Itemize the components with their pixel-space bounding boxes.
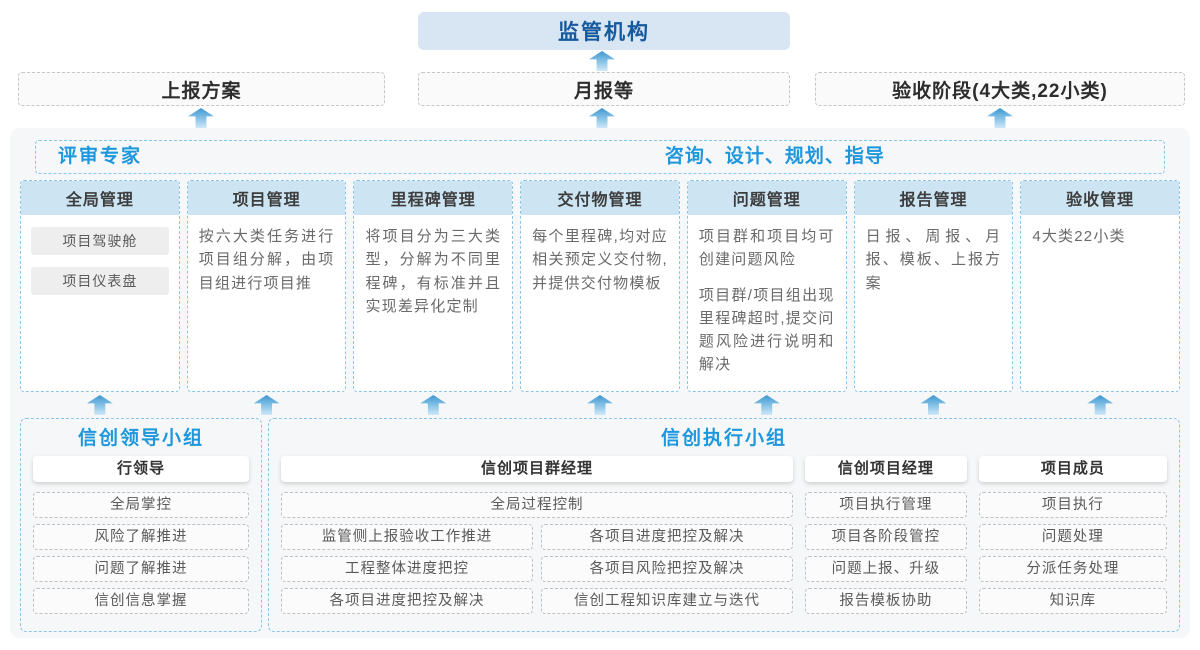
duty-item: 信创工程知识库建立与迭代: [541, 588, 793, 614]
up-arrow-icon: [253, 395, 280, 415]
column-header: 问题管理: [687, 181, 846, 215]
duty-item: 知识库: [978, 588, 1167, 614]
column-paragraph: 项目群和项目均可创建问题风险: [698, 228, 835, 269]
group-title: 信创领导小组: [77, 428, 204, 449]
duty-item: 问题处理: [978, 524, 1167, 550]
column-paragraph: 日报、周报、月报、模板、上报方案: [865, 228, 1002, 292]
column-issue-management: 问题管理 项目群和项目均可创建问题风险 项目群/项目组出现里程碑超时,提交问题风…: [686, 180, 847, 392]
role-header-bank-leader: 行领导: [33, 456, 249, 482]
role-header-project-manager: 信创项目经理: [805, 456, 967, 482]
guidance-label: 咨询、设计、规划、指导: [664, 146, 885, 167]
up-arrow-icon: [753, 395, 780, 415]
chip-cockpit: 项目驾驶舱: [31, 227, 169, 255]
column-header: 报告管理: [854, 181, 1013, 215]
main-panel: 评审专家 咨询、设计、规划、指导 全局管理 项目驾驶舱 项目仪表盘 项目管理 按…: [10, 128, 1190, 638]
column-paragraph: 项目群/项目组出现里程碑超时,提交问题风险进行说明和解决: [698, 286, 835, 374]
duty-item: 各项目风险把控及解决: [541, 556, 793, 582]
up-arrow-icon: [987, 108, 1013, 128]
column-deliverable-management: 交付物管理 每个里程碑,均对应相关预定义交付物,并提供交付物模板: [520, 180, 680, 392]
duty-item: 项目执行: [978, 492, 1167, 518]
column-header: 全局管理: [21, 181, 179, 215]
management-columns: 全局管理 项目驾驶舱 项目仪表盘 项目管理 按六大类任务进行项目组分解，由项目组…: [10, 180, 1190, 392]
column-header: 项目管理: [187, 181, 346, 215]
leadership-group: 信创领导小组 行领导 全局掌控 风险了解推进 问题了解推进 信创信息掌握: [20, 418, 262, 632]
column-paragraph: 将项目分为三大类型，分解为不同里程碑，有标准并且实现差异化定制: [365, 228, 502, 315]
up-arrow-icon: [587, 395, 614, 415]
column-project-management: 项目管理 按六大类任务进行项目组分解，由项目组进行项目推: [186, 180, 347, 392]
column-milestone-management: 里程碑管理 将项目分为三大类型，分解为不同里程碑，有标准并且实现差异化定制: [353, 180, 514, 392]
report-box-acceptance: 验收阶段(4大类,22小类): [815, 72, 1185, 106]
experts-label: 评审专家: [58, 146, 143, 167]
up-arrow-icon: [420, 395, 447, 415]
arrow-row: [10, 395, 1190, 415]
up-arrow-icon: [920, 395, 947, 415]
panel-header: 评审专家 咨询、设计、规划、指导: [35, 140, 1165, 174]
up-arrow-icon: [86, 395, 113, 415]
duty-item: 各项目进度把控及解决: [281, 588, 533, 614]
role-header-program-manager: 信创项目群经理: [281, 456, 793, 482]
up-arrow-icon: [589, 108, 615, 128]
duty-item: 各项目进度把控及解决: [541, 524, 793, 550]
column-report-management: 报告管理 日报、周报、月报、模板、上报方案: [853, 180, 1014, 392]
duty-item: 项目各阶段管控: [805, 524, 967, 550]
column-acceptance-management: 验收管理 4大类22小类: [1020, 180, 1181, 392]
duty-item: 报告模板协助: [805, 588, 967, 614]
report-box-plan: 上报方案: [18, 72, 385, 106]
column-header: 里程碑管理: [354, 181, 513, 215]
column-paragraph: 4大类22小类: [1032, 228, 1126, 245]
column-paragraph: 按六大类任务进行项目组分解，由项目组进行项目推: [198, 228, 335, 292]
up-arrow-icon: [1087, 395, 1114, 415]
duty-item: 问题上报、升级: [805, 556, 967, 582]
section-project-manager: 信创项目经理 项目执行管理 项目各阶段管控 问题上报、升级 报告模板协助: [805, 456, 967, 614]
group-title: 信创执行小组: [660, 428, 787, 449]
report-box-monthly: 月报等: [418, 72, 790, 106]
duty-item: 工程整体进度把控: [281, 556, 533, 582]
duty-item: 问题了解推进: [33, 556, 249, 582]
section-program-manager: 信创项目群经理 全局过程控制 监管侧上报验收工作推进 各项目进度把控及解决 工程…: [281, 456, 793, 614]
up-arrow-icon: [188, 108, 214, 128]
column-header: 交付物管理: [521, 181, 679, 215]
section-project-members: 项目成员 项目执行 问题处理 分派任务处理 知识库: [978, 456, 1167, 614]
duty-item: 风险了解推进: [33, 524, 249, 550]
column-global-management: 全局管理 项目驾驶舱 项目仪表盘: [20, 180, 180, 392]
execution-group: 信创执行小组 信创项目群经理 全局过程控制 监管侧上报验收工作推进 各项目进度把…: [268, 418, 1180, 632]
up-arrow-icon: [589, 51, 615, 71]
duty-item: 项目执行管理: [805, 492, 967, 518]
column-header: 验收管理: [1021, 181, 1180, 215]
column-paragraph: 每个里程碑,均对应相关预定义交付物,并提供交付物模板: [532, 228, 668, 292]
role-header-project-members: 项目成员: [978, 456, 1167, 482]
duty-item: 全局过程控制: [281, 492, 793, 518]
duty-item: 全局掌控: [33, 492, 249, 518]
duty-item: 分派任务处理: [978, 556, 1167, 582]
duty-item: 监管侧上报验收工作推进: [281, 524, 533, 550]
duty-item: 信创信息掌握: [33, 588, 249, 614]
regulator-box: 监管机构: [418, 12, 790, 50]
chip-dashboard: 项目仪表盘: [31, 267, 169, 295]
